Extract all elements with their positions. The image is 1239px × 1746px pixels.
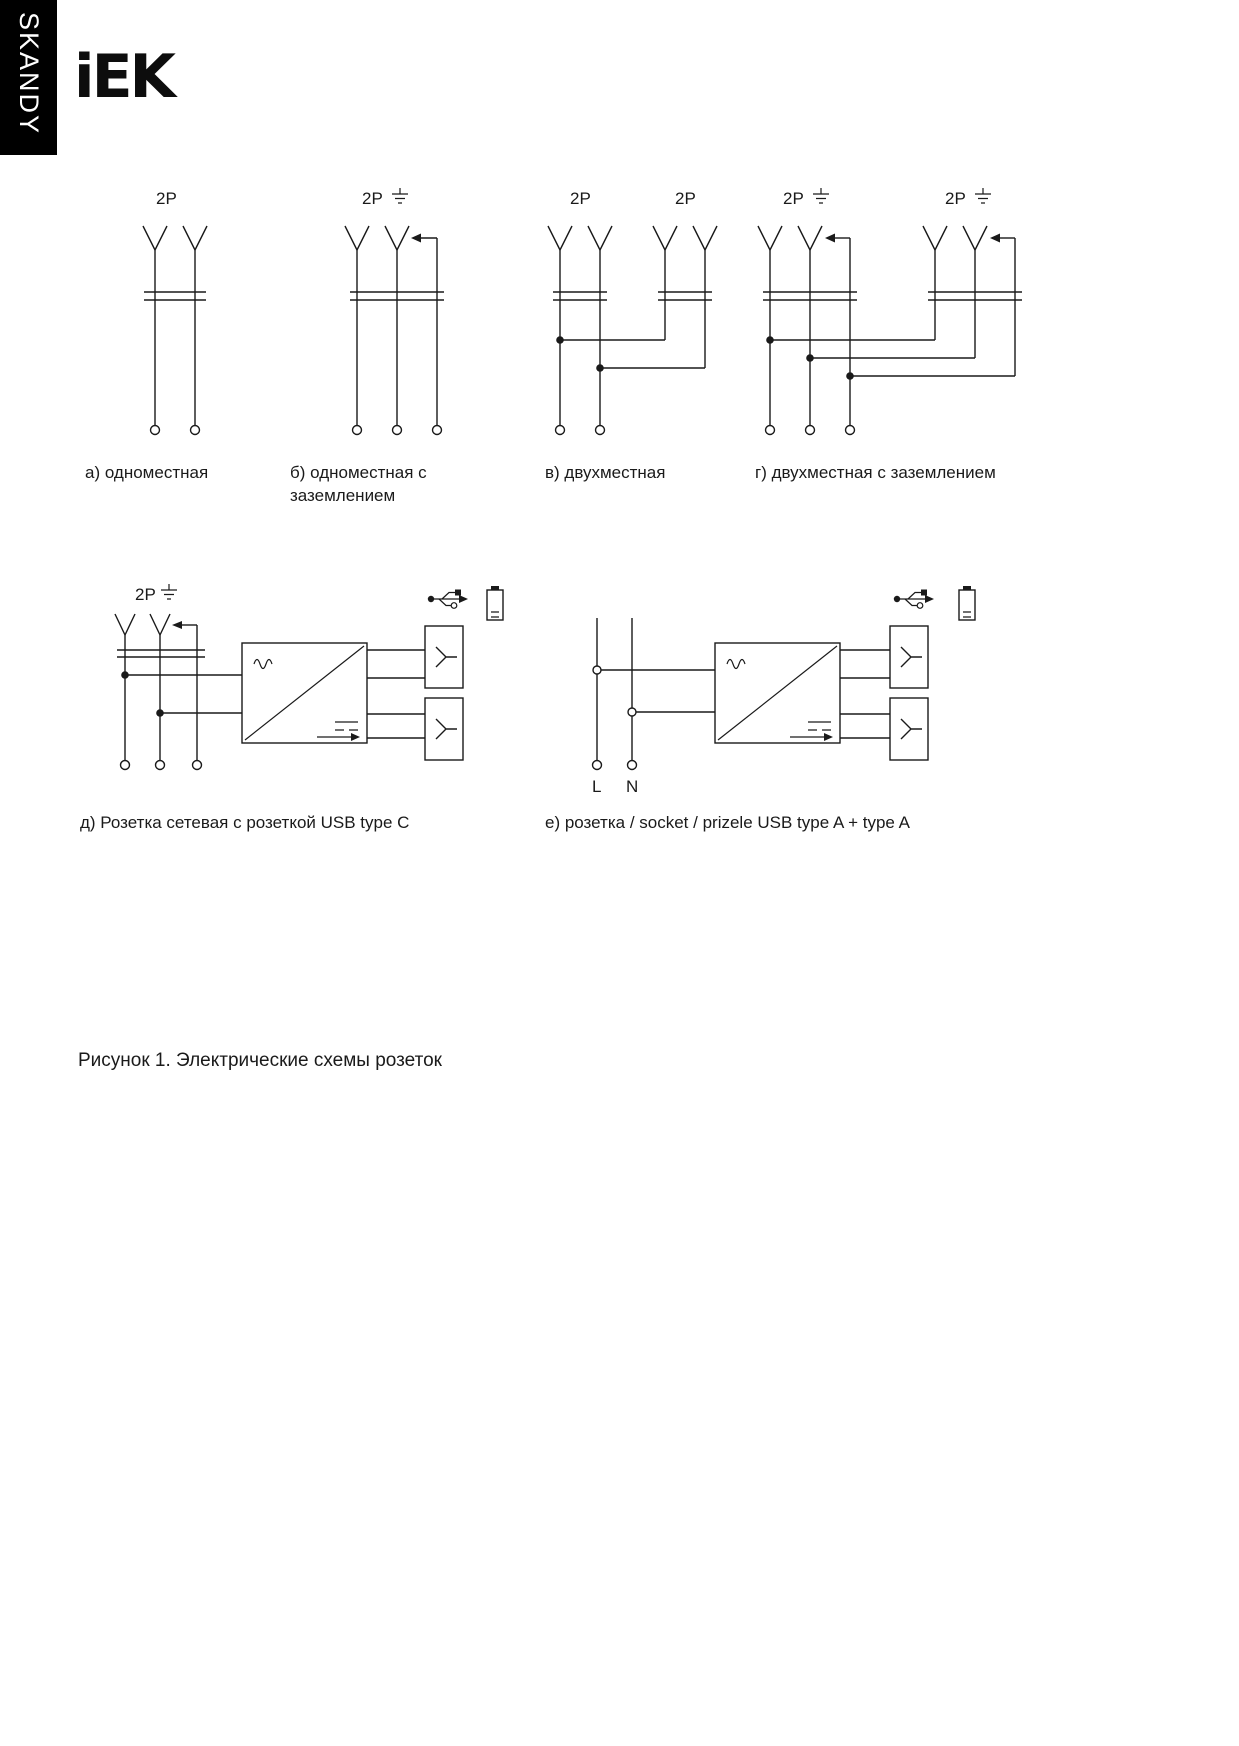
junction-dots: [556, 336, 604, 372]
figure-a-label: а) одноместная: [85, 463, 209, 482]
battery-icon: [958, 586, 976, 621]
terminal-circles: [554, 424, 606, 436]
wires: [559, 250, 706, 425]
ground-icon-2: [975, 188, 991, 204]
usb-output-box-1: [889, 625, 929, 689]
schematic-g-double-socket-grounded: 2P 2P: [757, 188, 1022, 436]
terminal-n-label: N: [626, 777, 638, 796]
terminal-circles: [351, 424, 443, 436]
link-wires: [125, 674, 242, 714]
output-wires: [367, 649, 425, 739]
pole-count-label-2: 2P: [945, 189, 966, 208]
socket-body-bars: [144, 291, 206, 301]
dc-symbol: [808, 721, 831, 731]
junction-terminals: [592, 665, 637, 717]
ground-icon: [161, 584, 177, 600]
usb-output-box-2: [424, 697, 464, 761]
terminal-circles: [764, 424, 856, 436]
socket-body-bars: [117, 649, 205, 658]
wires: [154, 250, 196, 425]
socket-contact-icon: [435, 646, 457, 668]
usb-icon: [893, 589, 934, 609]
socket-body-bars: [763, 291, 1022, 301]
figure-e-label: е) розетка / socket / prizele USB type A…: [545, 813, 911, 832]
wires: [124, 625, 198, 760]
link-wires: [770, 339, 1015, 377]
junction-dots: [766, 336, 854, 380]
ground-arrow-icon: [411, 233, 437, 243]
ground-icon: [392, 188, 408, 204]
pole-count-label-1: 2P: [570, 189, 591, 208]
socket-contact-icon: [900, 718, 922, 740]
schematic-v-double-socket: 2P 2P: [547, 189, 718, 436]
link-wires: [560, 339, 705, 369]
figure-v-label: в) двухместная: [545, 463, 666, 482]
brand-tab-label: SKANDY: [14, 12, 44, 136]
usb-output-box-2: [889, 697, 929, 761]
iek-logo: iEK: [74, 42, 176, 112]
wires: [596, 618, 633, 760]
battery-icon: [486, 586, 504, 621]
figure-caption: Рисунок 1. Электрические схемы розеток: [78, 1050, 442, 1071]
schematic-e-socket-usb-a: L N: [591, 586, 976, 796]
figure-g-label: г) двухместная с заземлением: [755, 463, 996, 482]
terminal-circles: [119, 759, 203, 771]
schematic-d-socket-usb-c: 2P: [114, 584, 504, 771]
terminal-circles: [149, 424, 201, 436]
brand-tab: SKANDY: [0, 0, 57, 155]
socket-body-bars: [350, 291, 444, 301]
pole-count-label-2: 2P: [675, 189, 696, 208]
ac-symbol: [726, 658, 746, 670]
terminal-l-label: L: [592, 777, 601, 796]
fork-contact-icon: [547, 225, 718, 251]
socket-body-bars: [553, 291, 712, 301]
output-wires: [840, 649, 890, 739]
pole-count-label: 2P: [362, 189, 383, 208]
wires: [769, 238, 1016, 425]
dc-symbol: [335, 721, 358, 731]
figure-b-label: б) одноместная с заземлением: [290, 463, 427, 505]
pole-count-label: 2P: [135, 585, 156, 604]
fork-contact-icon: [344, 225, 410, 251]
converter-diagonal: [244, 645, 365, 741]
figure-d-label: д) Розетка сетевая с розеткой USB type C: [80, 813, 410, 832]
ground-icon: [813, 188, 829, 204]
ground-arrow-icon: [825, 233, 1015, 243]
ground-arrow-icon: [172, 621, 197, 629]
usb-output-box-1: [424, 625, 464, 689]
ac-symbol: [253, 658, 273, 670]
pole-count-label-1: 2P: [783, 189, 804, 208]
acdc-converter-box: [241, 642, 368, 744]
fork-contact-icon: [142, 225, 208, 251]
fork-contact-icon: [114, 613, 171, 636]
link-wires: [601, 669, 715, 713]
schematic-b-single-socket-grounded: 2P: [344, 188, 444, 436]
socket-contact-icon: [435, 718, 457, 740]
wires: [356, 238, 438, 425]
socket-contact-icon: [900, 646, 922, 668]
usb-icon: [427, 589, 468, 609]
converter-diagonal: [717, 645, 838, 741]
junction-dots: [121, 671, 164, 717]
schematic-a-single-socket: 2P: [142, 189, 208, 436]
pole-count-label: 2P: [156, 189, 177, 208]
terminal-circles: [591, 759, 638, 771]
fork-contact-icon: [757, 225, 988, 251]
acdc-converter-box: [714, 642, 841, 744]
